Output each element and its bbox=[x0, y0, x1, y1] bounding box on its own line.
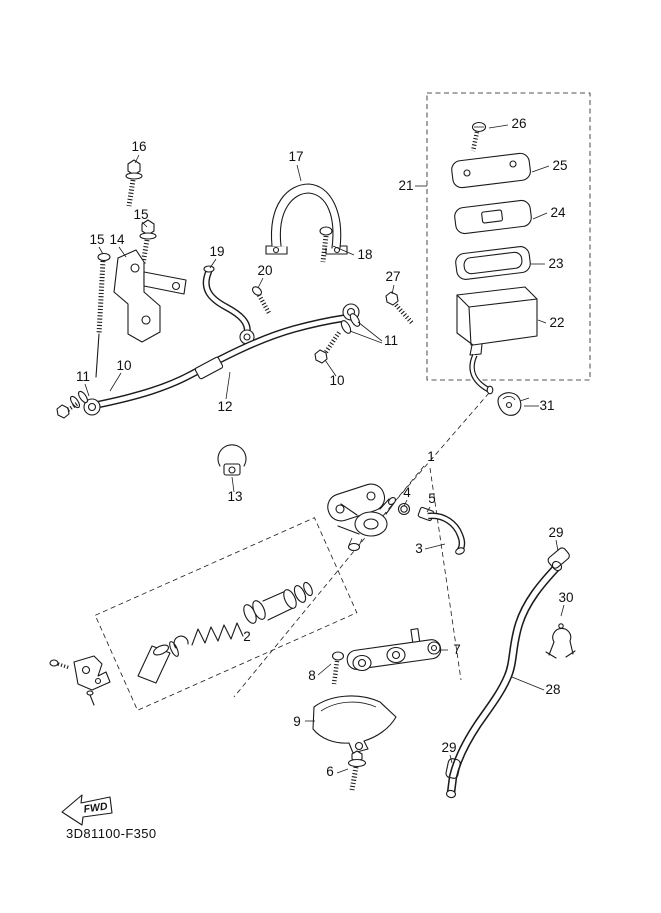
callout-30: 30 bbox=[558, 590, 573, 605]
part-8-screw bbox=[331, 651, 345, 685]
callout-7: 7 bbox=[453, 642, 461, 657]
part-9-guard-plate bbox=[312, 695, 397, 754]
callout-11-right: 11 bbox=[384, 333, 398, 348]
part-7-bracket bbox=[346, 628, 442, 672]
callout-1: 1 bbox=[427, 449, 435, 464]
callout-12: 12 bbox=[217, 399, 232, 414]
callout-6: 6 bbox=[326, 764, 334, 779]
part-31-clamp bbox=[497, 392, 530, 416]
part-20-screw bbox=[252, 286, 271, 315]
callout-28: 28 bbox=[545, 682, 560, 697]
callout-8: 8 bbox=[308, 668, 316, 683]
part-10-11-left-fasteners bbox=[56, 390, 89, 419]
part-22-reservoir-tank bbox=[456, 286, 538, 395]
feed-line-dashed bbox=[396, 392, 490, 500]
callout-21: 21 bbox=[398, 178, 413, 193]
part-3-elbow-pipe bbox=[427, 512, 466, 555]
fwd-arrow: FWD bbox=[61, 794, 113, 826]
part-13-clamp bbox=[217, 444, 247, 476]
callout-27: 27 bbox=[385, 269, 400, 284]
part-15-bolt-top bbox=[139, 219, 157, 265]
callout-23: 23 bbox=[548, 256, 563, 271]
part-27-bolt bbox=[385, 291, 414, 325]
part-1-master-cylinder bbox=[233, 465, 462, 698]
callout-26: 26 bbox=[511, 116, 526, 131]
part-6-bolt bbox=[347, 750, 367, 791]
callout-20: 20 bbox=[257, 263, 272, 278]
callout-5: 5 bbox=[428, 491, 436, 506]
part-29-clamp-bottom bbox=[445, 758, 461, 779]
part-29-clamp-top bbox=[547, 547, 570, 569]
part-18-screw bbox=[319, 226, 333, 263]
part-14-bracket bbox=[113, 249, 187, 343]
callout-10-right: 10 bbox=[329, 373, 344, 388]
callout-2: 2 bbox=[243, 629, 251, 644]
part-17-bracket bbox=[265, 183, 348, 255]
part-25-reservoir-cap bbox=[451, 152, 531, 189]
callout-29-bottom: 29 bbox=[441, 740, 456, 755]
part-15-screw-left bbox=[95, 252, 111, 378]
callout-9: 9 bbox=[293, 714, 301, 729]
part-19-hose bbox=[202, 265, 255, 345]
callout-17: 17 bbox=[288, 149, 303, 164]
callout-29-top: 29 bbox=[548, 525, 563, 540]
part-2-cylinder-kit bbox=[94, 517, 358, 711]
clevis-joint-parts bbox=[49, 655, 111, 706]
group-21-dashed-box bbox=[415, 92, 591, 381]
callout-24: 24 bbox=[550, 205, 566, 220]
callout-11-left: 11 bbox=[76, 369, 90, 384]
callout-15-top: 15 bbox=[133, 207, 148, 222]
part-24-cap-plate bbox=[454, 199, 532, 235]
part-12-brake-hose bbox=[83, 303, 360, 416]
part-code: 3D81100-F350 bbox=[66, 826, 157, 841]
callout-16: 16 bbox=[131, 139, 146, 154]
part-16-bolt bbox=[125, 159, 143, 207]
fwd-label: FWD bbox=[83, 800, 109, 815]
part-10-11-right-fasteners bbox=[314, 313, 361, 364]
part-26-screw bbox=[470, 121, 487, 152]
callout-25: 25 bbox=[552, 158, 567, 173]
callout-14: 14 bbox=[109, 232, 125, 247]
part-30-clamp bbox=[545, 623, 576, 659]
callout-19: 19 bbox=[209, 244, 224, 259]
callout-15-left: 15 bbox=[89, 232, 104, 247]
callout-labels: 1 2 3 4 5 6 7 8 9 10 10 11 11 12 13 14 1… bbox=[76, 116, 574, 779]
callout-3: 3 bbox=[415, 541, 423, 556]
callout-13: 13 bbox=[227, 489, 242, 504]
part-28-hose bbox=[445, 560, 563, 799]
part-23-diaphragm bbox=[455, 246, 531, 280]
callout-31: 31 bbox=[539, 398, 554, 413]
callout-18: 18 bbox=[357, 247, 372, 262]
callout-22: 22 bbox=[549, 315, 564, 330]
leader-lines bbox=[84, 124, 565, 774]
callout-10-left: 10 bbox=[116, 358, 131, 373]
callout-4: 4 bbox=[403, 485, 411, 500]
